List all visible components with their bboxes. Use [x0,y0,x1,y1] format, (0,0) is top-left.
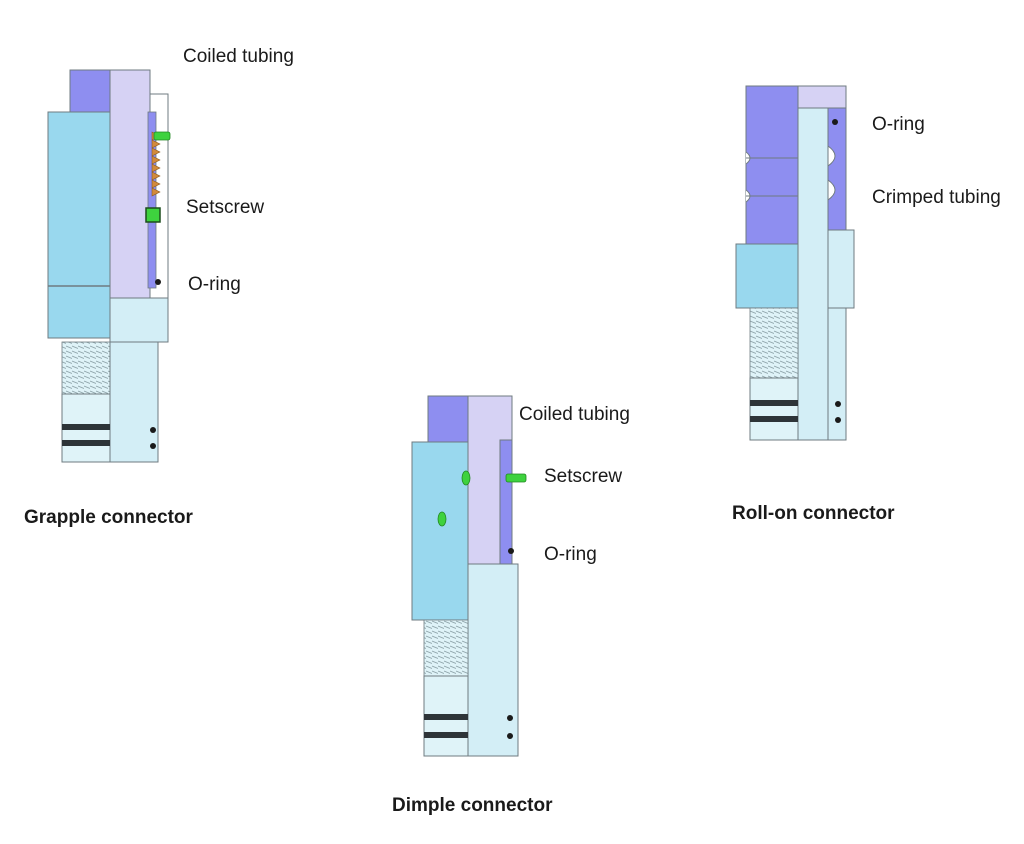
dimple-outer-body [411,441,469,621]
rollon-nose-right [827,307,847,441]
grapple-seal-block [145,207,161,223]
dimple-lower-body [467,563,519,757]
rollon-connector [735,85,855,441]
rollon-oring-icon [835,401,841,407]
dimple-dimple [461,470,471,486]
rollon-outer-body [735,243,799,309]
grapple-inner-mandrel [109,297,169,343]
grapple-seal-band [62,424,110,430]
grapple-oring-icon [150,427,156,433]
rollon-sleeve [827,107,847,231]
dimple-sleeve [499,439,513,565]
dimple-oring-label: O-ring [544,544,597,565]
rollon-crimped-tubing [745,85,799,245]
dimple-coiled-tubing-label: Coiled tubing [519,404,630,425]
dimple-setscrew [505,473,527,483]
rollon-body-right [827,229,855,309]
rollon-seal-band [750,400,798,406]
rollon-mandrel [797,107,829,441]
dimple-connector-caption: Dimple connector [392,795,553,816]
grapple-seal-band [62,440,110,446]
rollon-oring-label: O-ring [872,114,925,135]
grapple-sleeve [147,111,157,289]
grapple-oring-label: O-ring [188,274,241,295]
dimple-seal-band [424,732,468,738]
grapple-oring-icon [155,279,161,285]
grapple-outer-body [47,111,111,339]
dimple-oring-icon [507,733,513,739]
rollon-connector-caption: Roll-on connector [732,503,895,524]
dimple-oring-icon [507,715,513,721]
dimple-setscrew-label: Setscrew [544,466,622,487]
rollon-tubing-inner [797,85,847,109]
dimple-dimple [437,511,447,527]
dimple-threads [423,619,469,677]
grapple-coiled-tubing [109,69,151,299]
grapple-connector [47,69,171,463]
dimple-oring-icon [508,548,514,554]
dimple-seal-band [424,714,468,720]
grapple-setscrew-label: Setscrew [186,197,264,218]
rollon-oring-icon [835,417,841,423]
grapple-coiled-tubing-label: Coiled tubing [183,46,294,67]
dimple-coiled-tubing-outer [427,395,469,443]
grapple-teeth [151,131,161,197]
rollon-seal-band [750,416,798,422]
rollon-crimped-tubing-label: Crimped tubing [872,187,1001,208]
grapple-threads [61,341,111,395]
grapple-coiled-tubing-outer [69,69,111,113]
rollon-nose [749,377,799,441]
grapple-connector-caption: Grapple connector [24,507,194,528]
dimple-connector [411,395,527,757]
grapple-setscrew [153,131,171,141]
rollon-oring-icon [832,119,838,125]
rollon-threads [749,307,799,379]
grapple-oring-icon [150,443,156,449]
